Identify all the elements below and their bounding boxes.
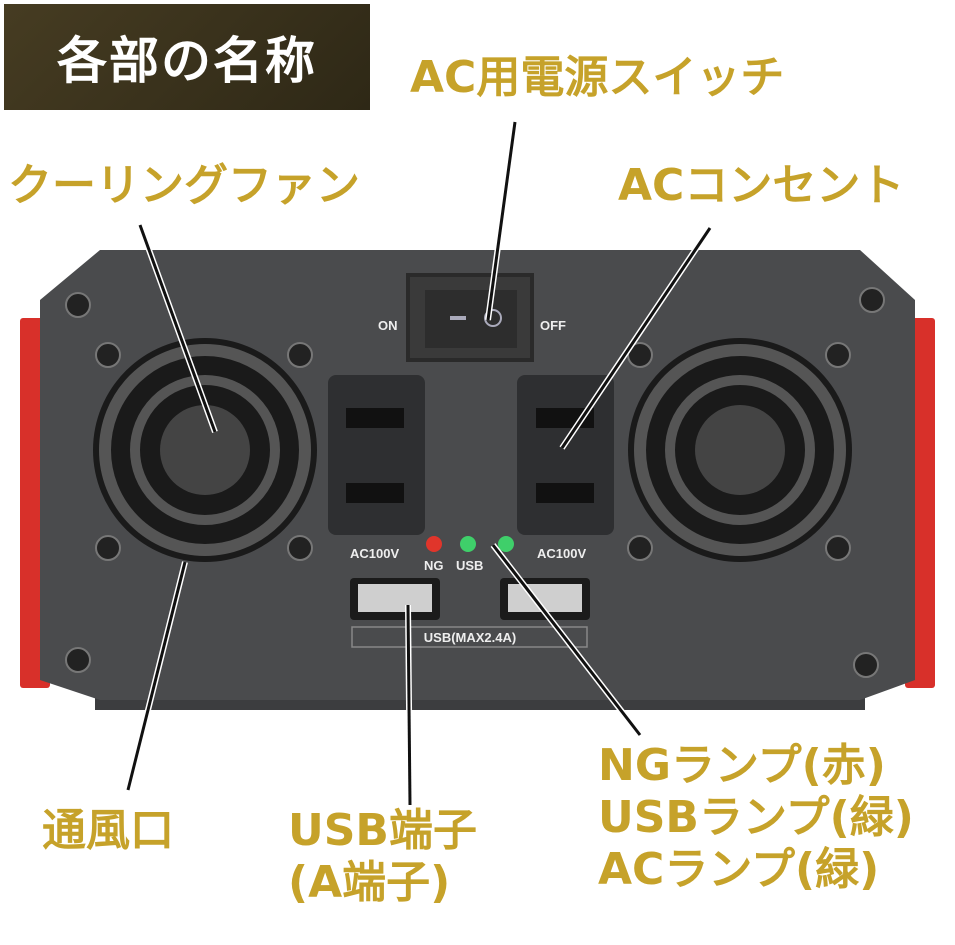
ac-led [498, 536, 514, 552]
ng-led [426, 536, 442, 552]
label-cooling-fan: クーリングファン [8, 160, 360, 211]
label-lamp-ng: NGランプ(赤) [598, 740, 886, 791]
label-lamp-ac: ACランプ(緑) [598, 843, 880, 895]
cooling-fan-right [628, 338, 852, 562]
label-ac-switch: AC用電源スイッチ [410, 52, 785, 103]
label-usb-port: USB端子(A端子) [288, 805, 477, 909]
usb-rating-label: USB(MAX2.4A) [424, 630, 516, 645]
power-switch[interactable] [406, 273, 534, 362]
switch-off-label: OFF [540, 318, 566, 333]
switch-on-label: ON [378, 318, 398, 333]
label-usb-line1: USB端子 [288, 805, 477, 856]
ac-outlet-right [517, 375, 614, 535]
label-ac-outlet: ACコンセント [618, 160, 905, 211]
usb-led [460, 536, 476, 552]
outlet-right-rating: AC100V [537, 546, 586, 561]
title: 各部の名称 [57, 32, 317, 90]
cooling-fan-left [93, 338, 317, 562]
usb-port-left [350, 578, 440, 620]
label-vent: 通風口 [42, 805, 174, 856]
usb-rating-box [351, 626, 588, 648]
label-usb-line2: (A端子) [288, 856, 451, 908]
ac-outlet-left [328, 375, 425, 535]
title-banner: 各部の名称 [4, 4, 370, 110]
label-lamps: NGランプ(赤)USBランプ(緑)ACランプ(緑) [598, 740, 914, 896]
screws [65, 287, 885, 678]
outlet-left-rating: AC100V [350, 546, 399, 561]
usb-led-label: USB [456, 558, 483, 573]
label-lamp-usb: USBランプ(緑) [598, 791, 914, 843]
ng-led-label: NG [424, 558, 444, 573]
